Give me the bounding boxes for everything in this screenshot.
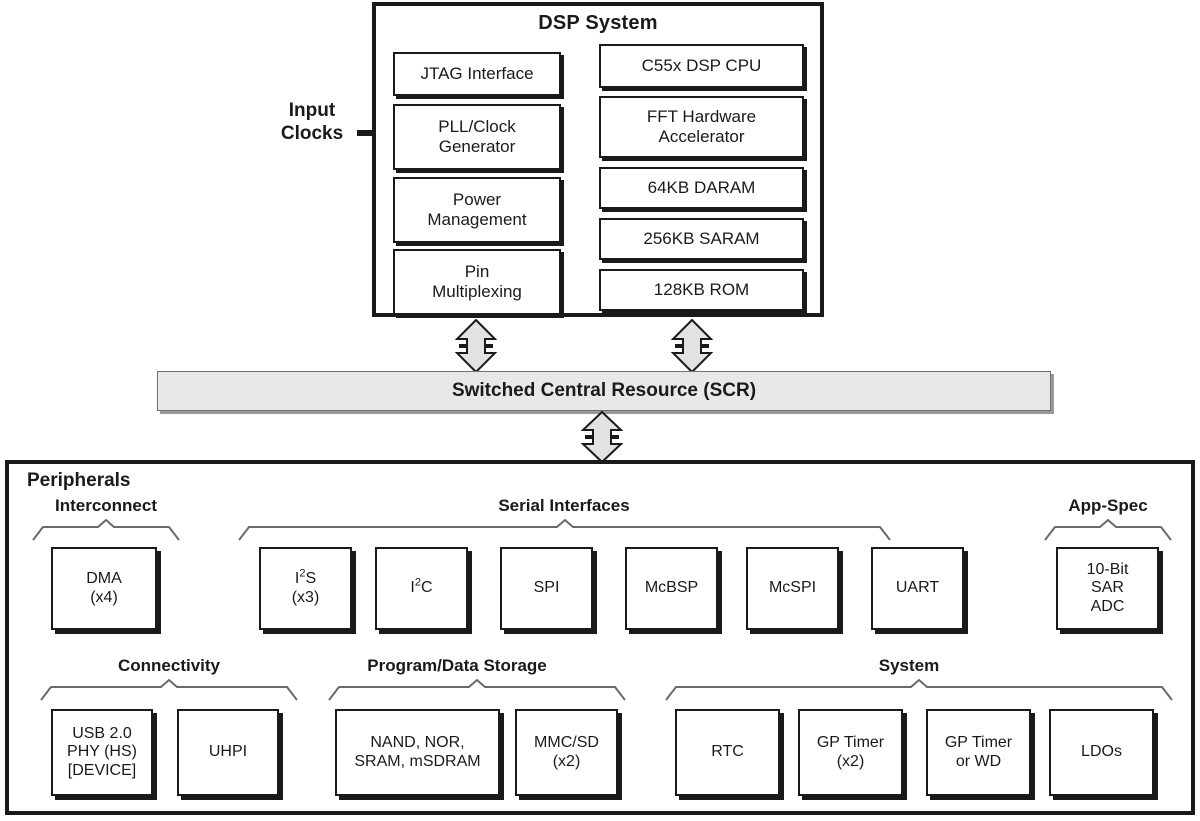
dsp-system-title: DSP System [538,12,658,34]
module-jtag-interface-label: JTAG Interface [420,64,534,84]
peripheral-box-gp-timer[interactable]: GP Timer (x2) [798,709,903,796]
peripheral-dma-line1: DMA [86,570,122,588]
module-c55x-dsp-cpu[interactable]: C55x DSP CPU [599,44,804,88]
group-label-connectivity: Connectivity [117,656,221,675]
peripheral-spi-label: SPI [533,579,560,597]
bracket-interconnect [32,519,180,541]
peripheral-uart-label: UART [895,579,940,597]
module-saram-label: 256KB SARAM [643,229,760,249]
peripheral-box-mmc-sd[interactable]: MMC/SD (x2) [515,709,618,796]
peripherals-block: Peripherals Interconnect Serial Interfac… [5,460,1195,815]
peripheral-box-mcspi[interactable]: McSPI [746,547,839,630]
peripheral-box-ldos[interactable]: LDOs [1049,709,1154,796]
module-pll-clock-generator[interactable]: PLL/Clock Generator [393,104,561,170]
group-label-app-spec: App-Spec [1068,496,1148,515]
peripheral-box-mcbsp[interactable]: McBSP [625,547,718,630]
group-label-program-data-storage: Program/Data Storage [367,656,547,675]
peripheral-box-dma[interactable]: DMA (x4) [51,547,157,630]
peripheral-box-uhpi[interactable]: UHPI [177,709,279,796]
peripherals-title: Peripherals [27,470,131,491]
peripheral-box-usb-phy[interactable]: USB 2.0 PHY (HS) [DEVICE] [51,709,153,796]
module-256kb-saram[interactable]: 256KB SARAM [599,218,804,260]
input-clocks-line2: Clocks [280,122,344,144]
peripheral-mmcsd-line1: MMC/SD [534,734,599,752]
peripheral-box-gp-timer-wd[interactable]: GP Timer or WD [926,709,1031,796]
peripheral-box-i2c[interactable]: I2C [375,547,468,630]
peripheral-box-rtc[interactable]: RTC [675,709,780,796]
module-64kb-daram[interactable]: 64KB DARAM [599,167,804,209]
peripheral-box-uart[interactable]: UART [871,547,964,630]
arrow-dsp-left-to-scr-icon [455,319,497,373]
module-pin-multiplexing[interactable]: Pin Multiplexing [393,249,561,315]
bracket-serial-interfaces [238,519,891,541]
dsp-system-block: DSP System JTAG Interface PLL/Clock Gene… [372,2,824,317]
peripheral-i2s-line2: (x3) [291,588,320,606]
peripheral-gptimer-line2: (x2) [836,752,865,770]
module-cpu-label: C55x DSP CPU [641,56,762,76]
module-power-management[interactable]: Power Management [393,177,561,243]
peripheral-usb-line2: PHY (HS) [67,743,137,761]
peripheral-mcspi-label: McSPI [768,579,817,597]
module-pll-line2: Generator [438,137,516,156]
peripheral-usb-line1: USB 2.0 [72,724,132,742]
peripheral-adc-line3: ADC [1090,597,1125,615]
peripheral-mmcsd-line2: (x2) [552,752,581,770]
module-pinmux-line1: Pin [464,261,490,281]
peripheral-adc-line2: SAR [1091,579,1124,597]
peripheral-box-memories[interactable]: NAND, NOR, SRAM, mSDRAM [335,709,500,796]
peripheral-uhpi-label: UHPI [208,743,248,761]
bracket-connectivity [40,679,298,701]
peripheral-box-spi[interactable]: SPI [500,547,593,630]
peripheral-mem-line2: SRAM, mSDRAM [354,752,481,770]
peripheral-gptimerwd-line1: GP Timer [944,734,1013,752]
peripheral-i2c-label: I2C [410,576,433,597]
peripheral-box-sar-adc[interactable]: 10-Bit SAR ADC [1056,547,1159,630]
arrow-dsp-right-to-scr-icon [671,319,713,373]
scr-label: Switched Central Resource (SCR) [451,380,757,401]
peripheral-box-i2s[interactable]: I2S (x3) [259,547,352,630]
peripheral-adc-line1: 10-Bit [1086,560,1129,578]
module-fft-line1: FFT Hardware [646,106,757,126]
peripheral-gptimerwd-line2: or WD [955,752,1002,770]
peripheral-i2s-label: I2S [294,567,317,588]
module-fft-line2: Accelerator [658,127,745,146]
bracket-program-data-storage [328,679,626,701]
peripheral-usb-line3: [DEVICE] [67,761,137,779]
input-clocks-label: Input Clocks [262,100,362,146]
peripheral-rtc-label: RTC [711,743,744,761]
module-power-line1: Power [452,189,502,209]
module-fft-hardware-accelerator[interactable]: FFT Hardware Accelerator [599,96,804,158]
peripheral-mcbsp-label: McBSP [644,579,699,597]
module-daram-label: 64KB DARAM [647,178,756,198]
group-label-system: System [878,656,940,675]
input-clocks-line1: Input [288,100,336,121]
peripheral-dma-line2: (x4) [90,588,118,606]
module-128kb-rom[interactable]: 128KB ROM [599,269,804,311]
group-label-interconnect: Interconnect [54,496,158,515]
module-rom-label: 128KB ROM [653,280,750,300]
bracket-app-spec [1044,519,1172,541]
peripheral-gptimer-line1: GP Timer [816,734,885,752]
peripheral-ldos-label: LDOs [1081,743,1122,761]
arrow-scr-to-peripherals-icon [581,411,623,463]
peripheral-mem-line1: NAND, NOR, [370,734,465,752]
module-jtag-interface[interactable]: JTAG Interface [393,52,561,96]
module-power-line2: Management [427,210,527,229]
switched-central-resource-bar: Switched Central Resource (SCR) [157,371,1051,411]
module-pinmux-line2: Multiplexing [432,282,522,301]
bracket-system [665,679,1173,701]
group-label-serial-interfaces: Serial Interfaces [498,496,630,515]
module-pll-line1: PLL/Clock [438,116,516,136]
